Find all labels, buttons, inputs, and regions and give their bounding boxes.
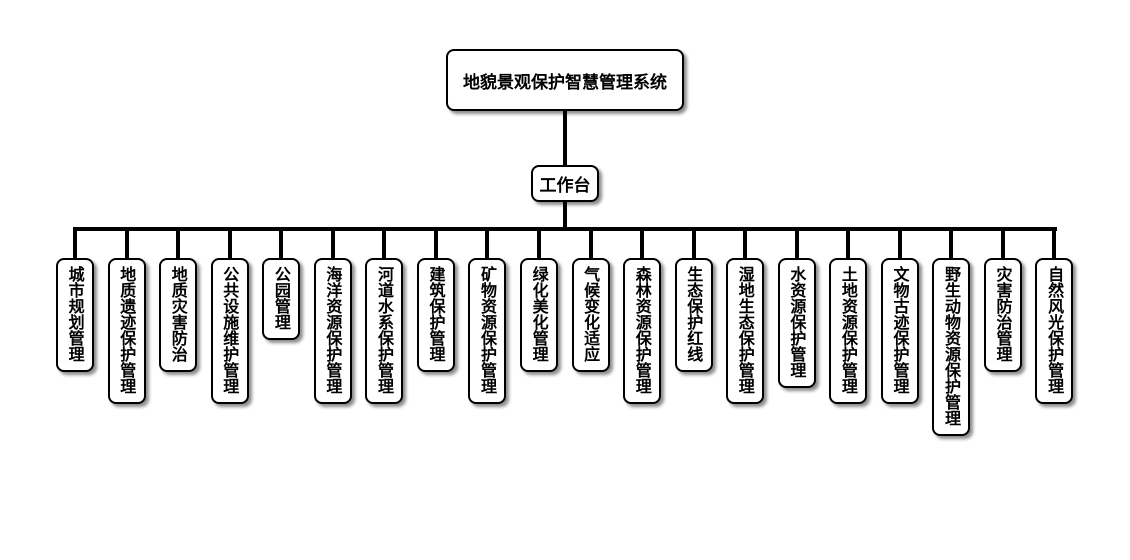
connector-drop xyxy=(124,229,129,259)
child-label: 气候变化适应 xyxy=(581,266,601,362)
child-label: 公园管理 xyxy=(271,266,291,330)
connector-drop xyxy=(743,229,748,259)
child-node: 文物古迹保护管理 xyxy=(880,258,919,404)
child-label: 森林资源保护管理 xyxy=(632,266,652,394)
connector-drop xyxy=(382,229,387,259)
child-node: 建筑保护管理 xyxy=(416,258,455,372)
child-node: 灾害防治管理 xyxy=(983,258,1022,372)
connector-drop xyxy=(1052,229,1057,259)
child-label: 矿物资源保护管理 xyxy=(478,266,498,394)
connector-root-hub xyxy=(563,111,567,165)
root-label: 地貌景观保护智慧管理系统 xyxy=(463,72,667,93)
child-label: 绿化美化管理 xyxy=(529,266,549,362)
connector-drop xyxy=(640,229,645,259)
child-label: 野生动物资源保护管理 xyxy=(942,266,961,426)
child-label: 土地资源保护管理 xyxy=(838,266,858,394)
hub-node: 工作台 xyxy=(531,165,599,202)
connector-drop xyxy=(949,229,954,259)
connector-bus xyxy=(73,227,1057,231)
connector-drop xyxy=(588,229,593,259)
child-node: 海洋资源保护管理 xyxy=(313,258,352,404)
connector-drop xyxy=(536,229,541,259)
child-node: 公共设施维护管理 xyxy=(210,258,249,404)
connector-drop xyxy=(330,229,335,259)
child-label: 文物古迹保护管理 xyxy=(890,266,910,394)
connector-drop xyxy=(433,229,438,259)
child-node: 绿化美化管理 xyxy=(519,258,558,372)
root-node: 地貌景观保护智慧管理系统 xyxy=(446,49,684,111)
connector-drop xyxy=(279,229,284,259)
child-node: 生态保护红线 xyxy=(674,258,713,372)
child-node: 气候变化适应 xyxy=(571,258,610,372)
child-label: 灾害防治管理 xyxy=(993,266,1013,362)
child-label: 地质遗迹保护管理 xyxy=(117,266,137,394)
child-node: 湿地生态保护管理 xyxy=(726,258,765,404)
connector-drop xyxy=(227,229,232,259)
child-node: 公园管理 xyxy=(262,258,301,340)
child-label: 生态保护红线 xyxy=(684,266,704,362)
child-node: 河道水系保护管理 xyxy=(365,258,404,404)
child-node: 矿物资源保护管理 xyxy=(468,258,507,404)
connector-drop xyxy=(846,229,851,259)
connector-drop xyxy=(485,229,490,259)
child-node: 地质灾害防治 xyxy=(159,258,198,372)
child-node: 野生动物资源保护管理 xyxy=(932,258,971,436)
child-node: 水资源保护管理 xyxy=(777,258,816,388)
child-label: 公共设施维护管理 xyxy=(220,266,240,394)
child-node: 城市规划管理 xyxy=(56,258,94,372)
child-label: 湿地生态保护管理 xyxy=(735,266,755,394)
child-label: 河道水系保护管理 xyxy=(374,266,394,394)
connector-hub-bus xyxy=(563,202,567,230)
child-label: 建筑保护管理 xyxy=(426,266,446,362)
child-label: 城市规划管理 xyxy=(65,266,85,362)
connector-drop xyxy=(73,229,77,259)
child-node: 土地资源保护管理 xyxy=(829,258,868,404)
connector-drop xyxy=(1000,229,1005,259)
child-label: 自然风光保护管理 xyxy=(1045,266,1065,394)
connector-drop xyxy=(691,229,696,259)
child-label: 水资源保护管理 xyxy=(787,266,807,378)
child-label: 地质灾害防治 xyxy=(168,266,188,362)
connector-drop xyxy=(176,229,181,259)
hub-label: 工作台 xyxy=(539,176,591,196)
connector-drop xyxy=(794,229,799,259)
child-node: 森林资源保护管理 xyxy=(623,258,662,404)
child-node: 地质遗迹保护管理 xyxy=(107,258,146,404)
child-label: 海洋资源保护管理 xyxy=(323,266,343,394)
connector-drop xyxy=(897,229,902,259)
child-node: 自然风光保护管理 xyxy=(1035,258,1074,404)
